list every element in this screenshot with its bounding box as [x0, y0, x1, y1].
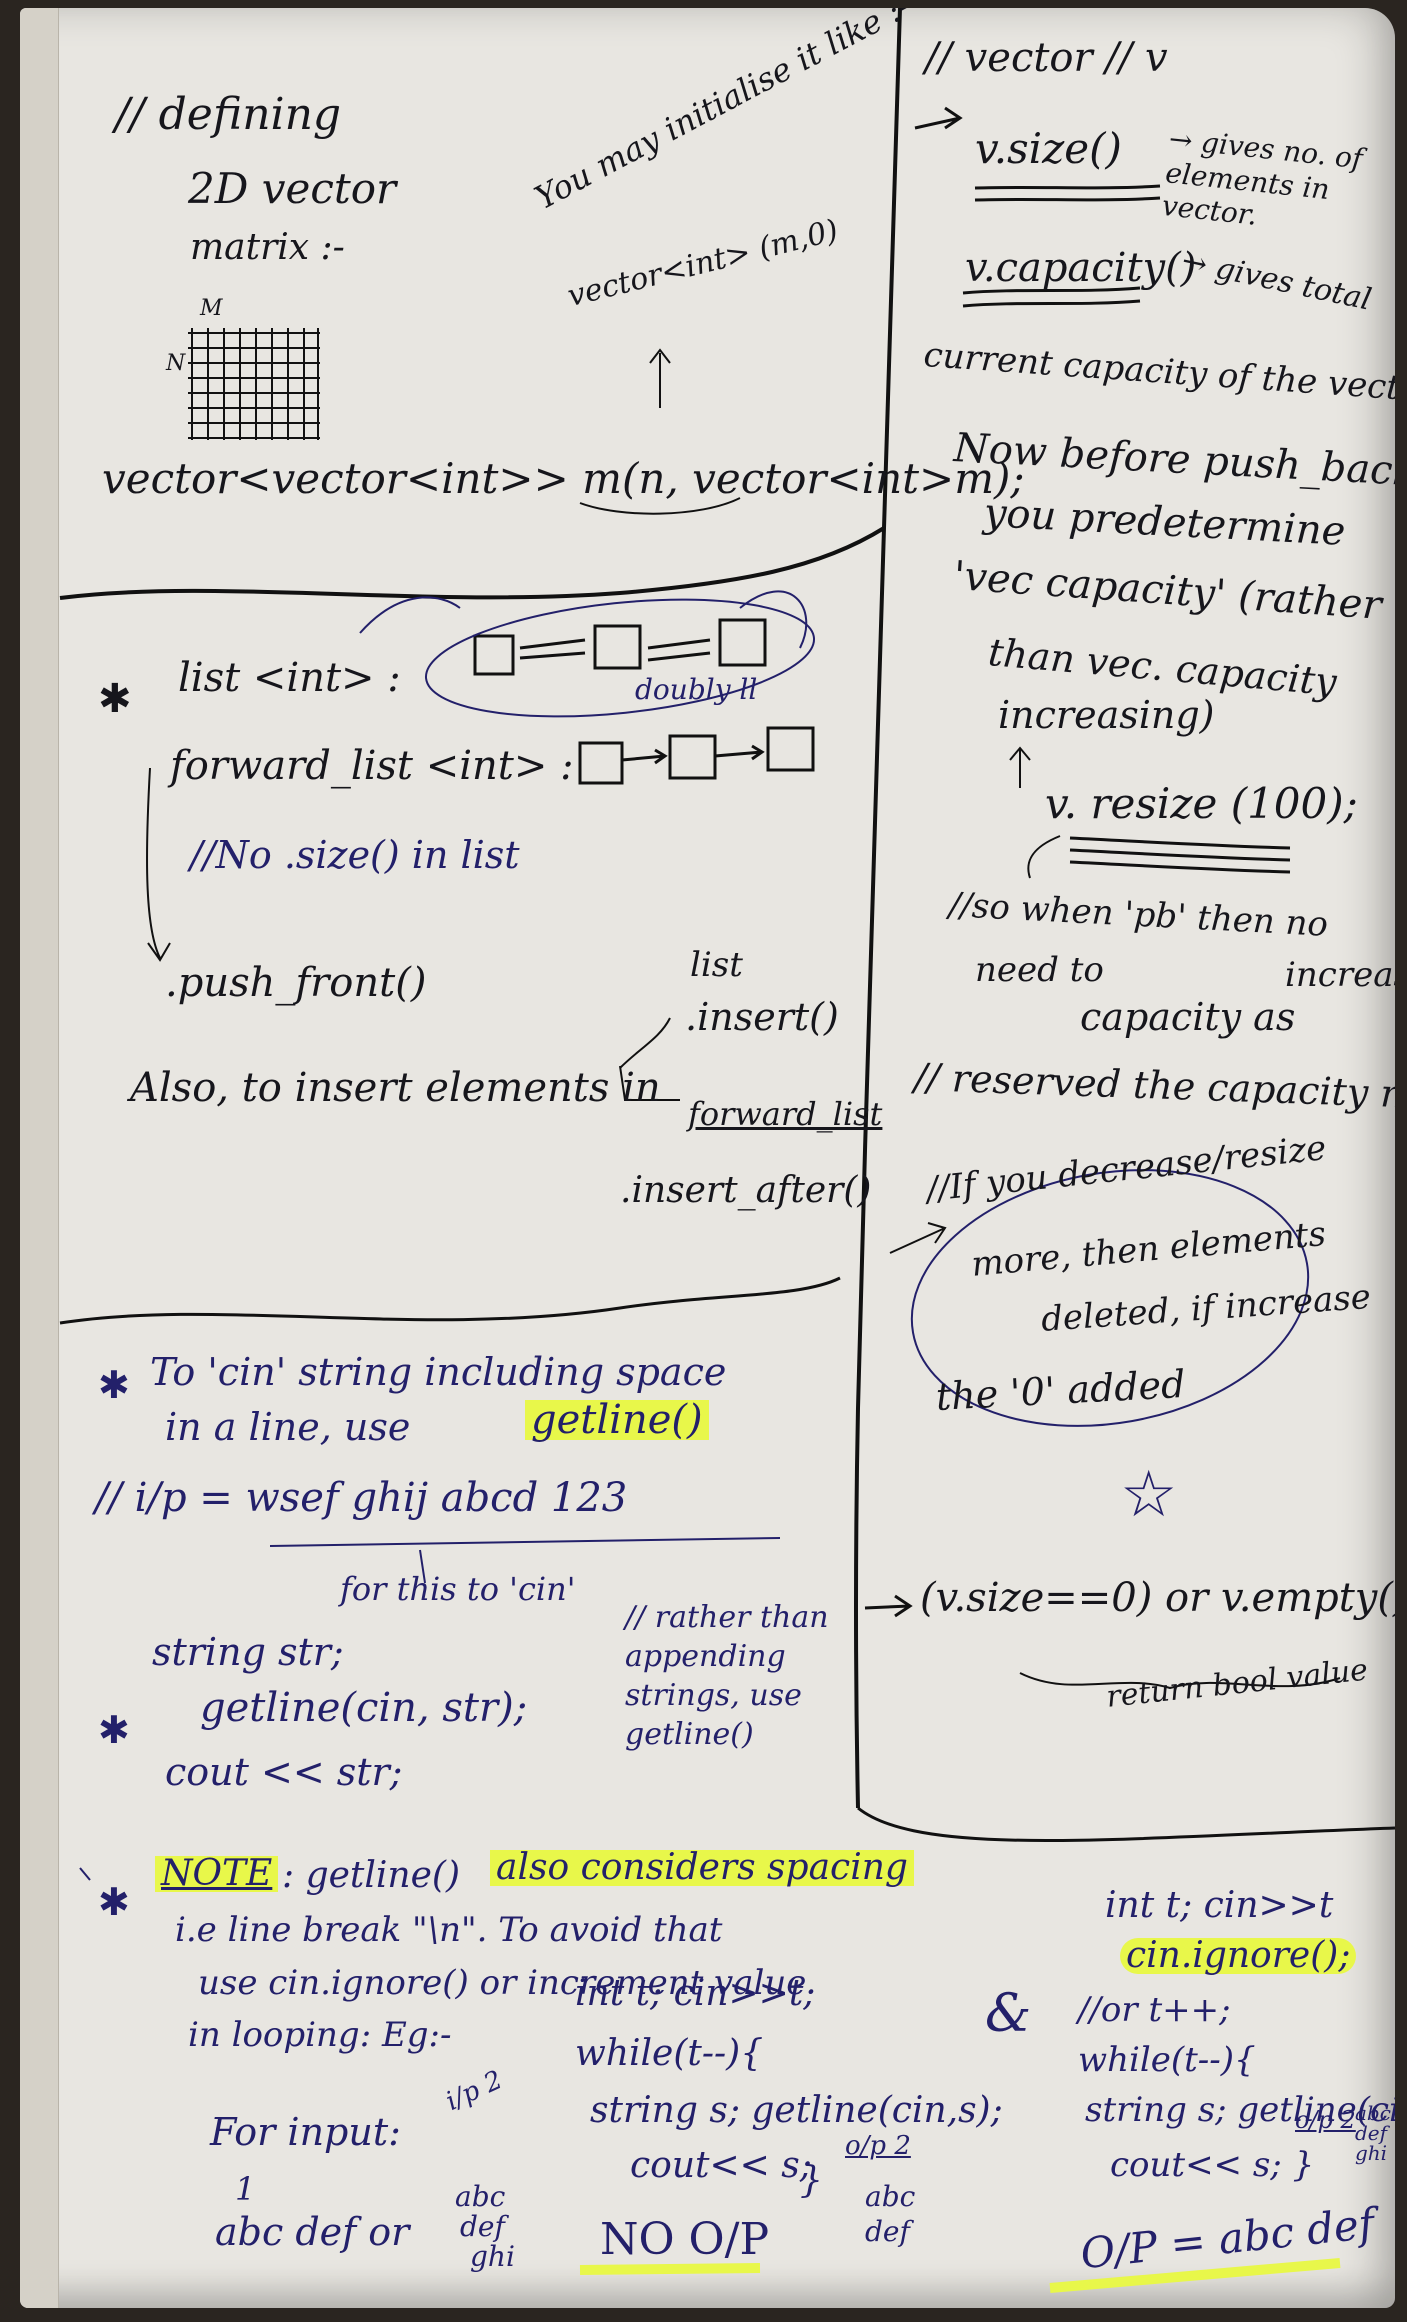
- code-cout: cout<< s;: [630, 2145, 812, 2186]
- rather-note: // rather than appending strings, use ge…: [625, 1600, 829, 1752]
- note-label: NOTE: [155, 1856, 279, 1892]
- title-2d-vector: 2D vector: [188, 164, 397, 213]
- star-icon: ✱: [98, 1880, 130, 1924]
- star-icon: ✱: [98, 676, 132, 722]
- note-highlight: also considers spacing: [490, 1850, 914, 1886]
- v-size-method: v.size(): [975, 124, 1122, 173]
- right-code-cout: cout<< s; }: [1110, 2145, 1315, 2185]
- cin-string-line2: in a line, use: [165, 1405, 411, 1449]
- m-label: M: [200, 296, 223, 321]
- getline-highlight: getline(): [525, 1400, 709, 1440]
- right-op2-val-2: def: [1355, 2121, 1388, 2145]
- input-value-1: 1: [235, 2170, 256, 2208]
- forward-list-underlined: forward_list: [688, 1095, 883, 1133]
- vector-declaration: vector<vector<int>> m(n, vector<int>m);: [102, 454, 1025, 503]
- insert-method: .insert(): [685, 995, 839, 1039]
- star-icon: ✱: [98, 1363, 130, 1407]
- matrix-label: matrix :-: [190, 227, 345, 268]
- notebook-binding-edge: [20, 8, 59, 2308]
- list-small-label: list: [690, 945, 743, 985]
- ampersand: &: [985, 1984, 1032, 2044]
- right-code-cin-ignore: cin.ignore();: [1120, 1938, 1357, 1974]
- doubly-ll-label: doubly ll: [635, 673, 758, 706]
- insert-after-method: .insert_after(): [620, 1170, 872, 1211]
- right-op2-val-3: ghi: [1355, 2141, 1388, 2165]
- so-when-line3: capacity as: [1080, 995, 1296, 1039]
- pen-lines: [59, 8, 1395, 2293]
- code-cout-str: cout << str;: [165, 1750, 403, 1794]
- right-code-while: while(t--){: [1078, 2040, 1256, 2080]
- right-op2-val-1: abc: [1355, 2101, 1391, 2125]
- note-line2: i.e line break "\n". To avoid that: [175, 1910, 723, 1950]
- note-getline: : getline(): [282, 1855, 460, 1896]
- so-when-increase: increase: [1285, 955, 1395, 995]
- ip2-val-3: ghi: [470, 2240, 515, 2273]
- op2-label: o/p 2: [845, 2131, 911, 2161]
- n-label: N: [166, 351, 186, 376]
- empty-check: (v.size==0) or v.empty(): [920, 1575, 1395, 1621]
- right-code-int-t: int t; cin>>t: [1105, 1885, 1334, 1926]
- note-line4: in looping: Eg:-: [188, 2015, 452, 2055]
- ip2-val-1: abc: [455, 2180, 506, 2213]
- push-front: .push_front(): [165, 960, 427, 1006]
- code-int-t: int t; cin>>t;: [575, 1973, 816, 2014]
- vector-heading: // vector // v: [925, 35, 1168, 81]
- code-getline: string s; getline(cin,s);: [590, 2090, 1003, 2131]
- op2-val-2: def: [865, 2215, 910, 2248]
- note-line3: use cin.ignore() or increment value: [198, 1963, 807, 2003]
- no-output-label: NO O/P: [600, 2214, 770, 2265]
- code-while: while(t--){: [575, 2033, 764, 2074]
- notebook-page: // defining 2D vector matrix :- M N You …: [20, 8, 1395, 2308]
- forward-list-label: forward_list <int> :: [170, 743, 574, 789]
- ip2-val-2: def: [460, 2210, 505, 2243]
- v-capacity-method: v.capacity(): [965, 245, 1197, 291]
- op2-val-1: abc: [865, 2180, 916, 2213]
- for-this-to-cin: for this to 'cin': [340, 1570, 576, 1608]
- so-when-line2: need to: [975, 950, 1104, 990]
- also-insert-text: Also, to insert elements in: [130, 1065, 661, 1111]
- v-resize-call: v. resize (100);: [1045, 779, 1358, 828]
- right-code-or-t: //or t++;: [1078, 1990, 1231, 2030]
- right-op2-label: o/p 2: [1295, 2106, 1356, 2134]
- right-code-getline: string s; getline(cin,s);: [1085, 2090, 1395, 2130]
- cin-string-line1: To 'cin' string including space: [150, 1350, 727, 1394]
- star-icon: ✱: [98, 1708, 130, 1752]
- para-line5: increasing): [998, 693, 1215, 737]
- no-size-note: //No .size() in list: [190, 833, 520, 877]
- for-input-label: For input:: [210, 2110, 401, 2154]
- star-icon: ☆: [1120, 1458, 1178, 1532]
- code-getline-call: getline(cin, str);: [200, 1685, 528, 1731]
- input-example-line: // i/p = wsef ghij abcd 123: [95, 1475, 628, 1521]
- code-string-str: string str;: [152, 1630, 344, 1674]
- heading-defining: // defining: [115, 89, 342, 140]
- list-label: list <int> :: [178, 655, 401, 701]
- code-close-brace: }: [800, 2160, 823, 2201]
- input-value-abc: abc def or: [215, 2210, 410, 2254]
